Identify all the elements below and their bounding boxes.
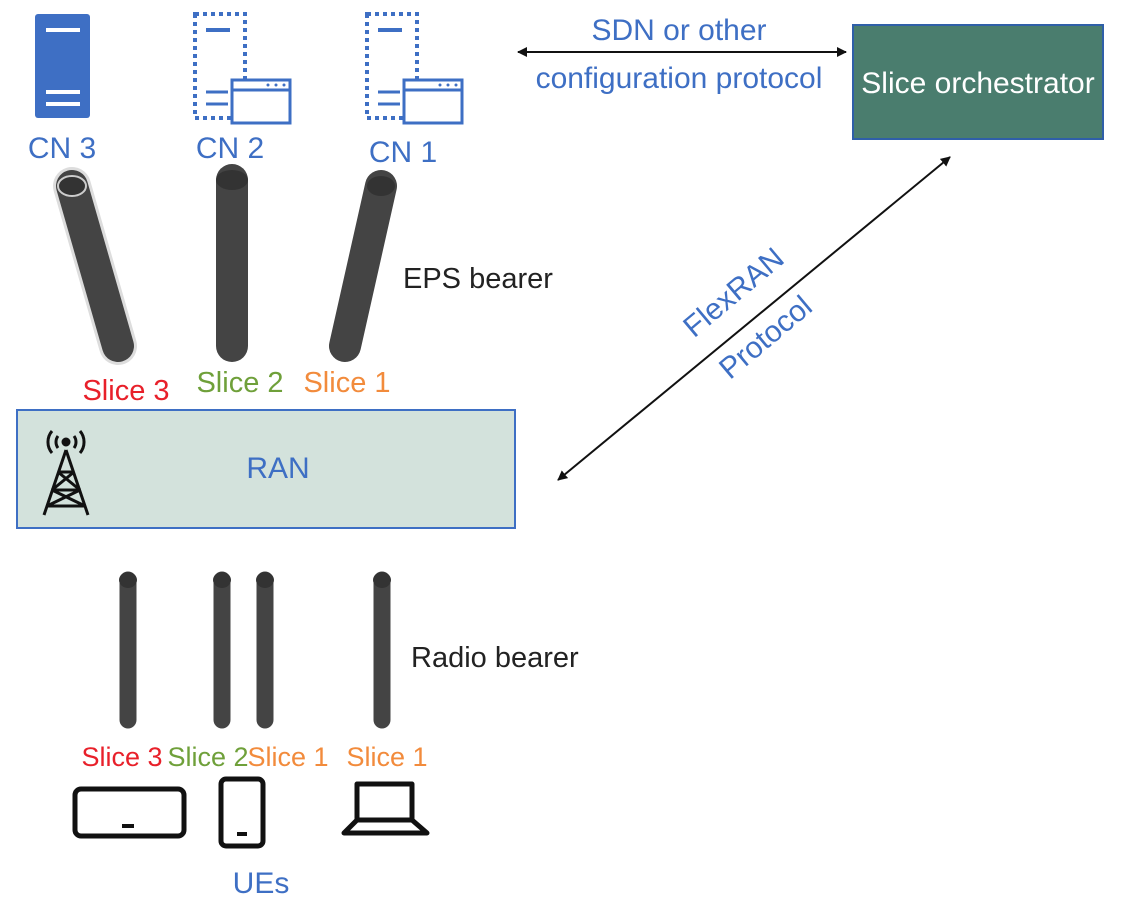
tablet-icon (72, 786, 187, 839)
eps-slice2-label: Slice 2 (196, 367, 283, 399)
eps-slice1-label: Slice 1 (303, 367, 390, 399)
radio-bearer-slice3-pipe (119, 571, 137, 729)
flexran-arrow (557, 156, 951, 481)
radio-slice2-label: Slice 2 (167, 742, 248, 772)
cn1-virtual-server-icon (365, 12, 464, 125)
cn3-server-icon (35, 14, 90, 118)
cn2-label: CN 2 (196, 132, 264, 165)
ran-box (16, 409, 516, 529)
cn3-label: CN 3 (28, 132, 96, 165)
phone-icon (218, 776, 266, 849)
radio-slice1-label-b: Slice 1 (346, 742, 427, 772)
radio-bearer-label: Radio bearer (411, 642, 579, 674)
eps-bearer-slice3-pipe (53, 167, 137, 365)
ran-label: RAN (246, 452, 309, 485)
radio-slice3-label: Slice 3 (81, 742, 162, 772)
antenna-tower-icon (42, 430, 90, 516)
radio-bearer-slice1-pipe-b (373, 571, 391, 729)
eps-bearer-slice1-pipe (329, 170, 397, 362)
eps-bearer-slice2-pipe (216, 164, 248, 362)
eps-slice3-label: Slice 3 (82, 375, 169, 407)
slice-orchestrator-box (852, 24, 1104, 140)
radio-slice1-label-a: Slice 1 (247, 742, 328, 772)
cn2-virtual-server-icon (193, 12, 292, 125)
ues-label: UEs (233, 867, 290, 900)
eps-bearer-label: EPS bearer (403, 263, 553, 295)
sdn-label-line1: SDN or other (591, 14, 766, 47)
slice-orchestrator-label: Slice orchestrator (861, 67, 1094, 100)
laptop-icon (341, 781, 430, 836)
radio-bearer-slice1-pipe-a (256, 571, 274, 729)
sdn-label-line2: configuration protocol (536, 62, 823, 95)
cn1-label: CN 1 (369, 136, 437, 169)
radio-bearer-slice2-pipe (213, 571, 231, 729)
